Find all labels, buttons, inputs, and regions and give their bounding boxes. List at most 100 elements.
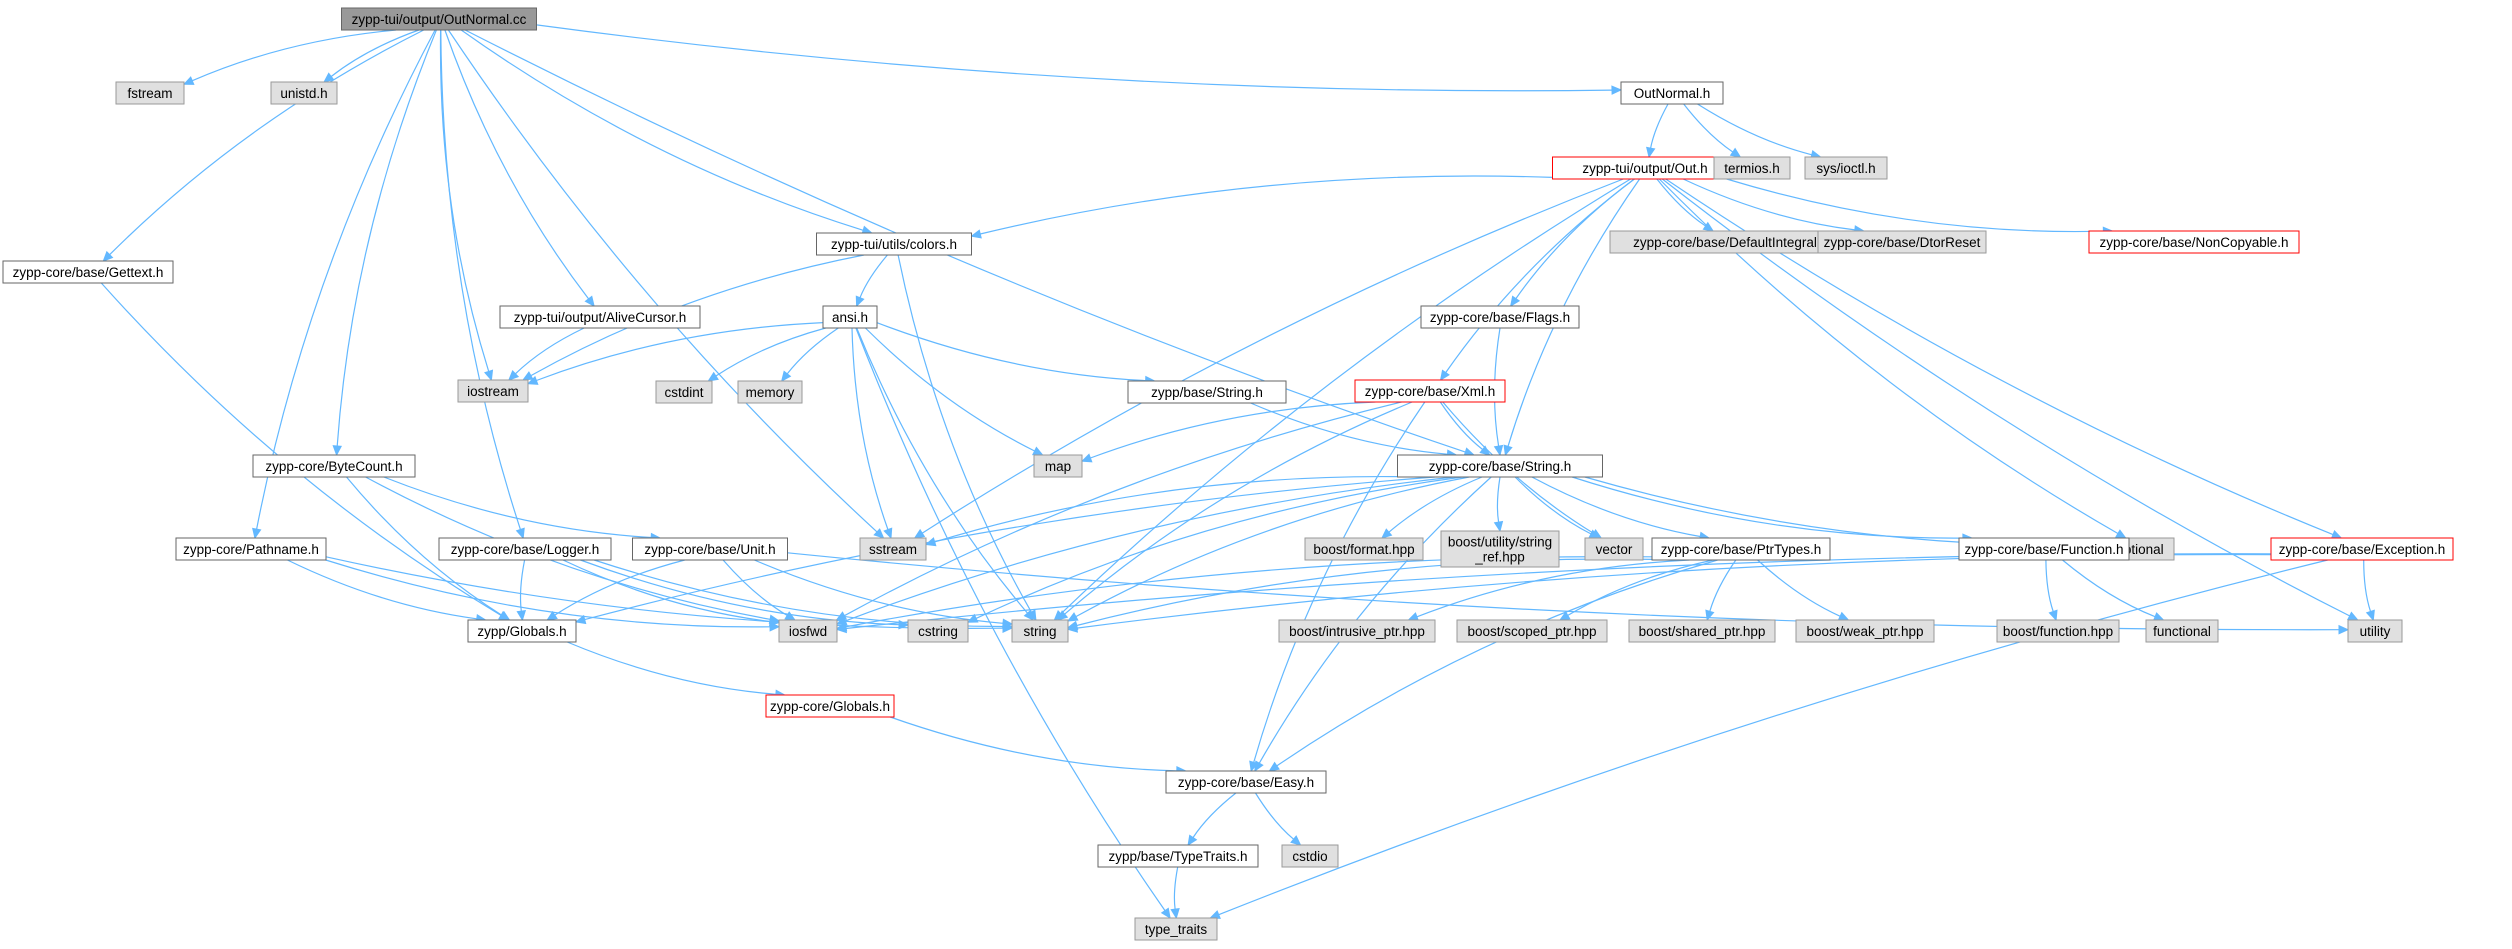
- edge-root-to-gettext: [109, 29, 424, 256]
- node-coreglobals[interactable]: zypp-core/Globals.h: [765, 694, 895, 718]
- node-flags[interactable]: zypp-core/base/Flags.h: [1420, 305, 1580, 329]
- node-cstring[interactable]: cstring: [907, 619, 969, 643]
- node-label-stringref-0: boost/utility/string: [1448, 534, 1552, 549]
- arrowhead-out_h-to-exception: [2330, 529, 2343, 539]
- node-sysioctl[interactable]: sys/ioctl.h: [1804, 156, 1888, 180]
- node-typetraits_h[interactable]: zypp/base/TypeTraits.h: [1097, 844, 1259, 868]
- node-out_h[interactable]: zypp-tui/output/Out.h: [1552, 156, 1738, 180]
- node-box-alivecursor: [499, 305, 701, 329]
- node-memory[interactable]: memory: [737, 380, 803, 404]
- node-iosfwd[interactable]: iosfwd: [778, 619, 838, 643]
- node-string[interactable]: string: [1011, 619, 1069, 643]
- node-termios[interactable]: termios.h: [1713, 156, 1791, 180]
- edge-corestring-to-easy: [1258, 476, 1492, 764]
- node-type_traits[interactable]: type_traits: [1134, 917, 1218, 941]
- edge-exception-to-type_traits: [1218, 559, 2328, 916]
- edge-typetraits_h-to-type_traits: [1173, 866, 1179, 910]
- arrowhead-function-to-boostfunction: [2048, 609, 2058, 622]
- node-corestring[interactable]: zypp-core/base/String.h: [1397, 454, 1603, 478]
- node-utility[interactable]: utility: [2347, 619, 2403, 643]
- node-box-cstdint: [655, 380, 713, 404]
- node-box-easy: [1165, 770, 1327, 794]
- arrowhead-colors-to-ansi: [855, 295, 865, 308]
- node-label-utility: utility: [2360, 624, 2391, 639]
- node-label-unistd: unistd.h: [280, 86, 327, 101]
- arrowhead-corestring-to-stringref: [1493, 520, 1504, 533]
- node-label-coreglobals: zypp-core/Globals.h: [770, 699, 890, 714]
- node-shared[interactable]: boost/shared_ptr.hpp: [1628, 619, 1776, 643]
- node-box-scoped: [1456, 619, 1608, 643]
- node-alivecursor[interactable]: zypp-tui/output/AliveCursor.h: [499, 305, 701, 329]
- node-label-fstream: fstream: [127, 86, 172, 101]
- node-outnormal_h[interactable]: OutNormal.h: [1620, 81, 1724, 105]
- edge-xml-to-map: [1090, 401, 1376, 459]
- edge-corestring-to-iosfwd: [845, 476, 1454, 622]
- node-label-iosfwd: iosfwd: [789, 624, 827, 639]
- node-label-exception: zypp-core/base/Exception.h: [2279, 542, 2446, 557]
- node-ansi[interactable]: ansi.h: [822, 305, 878, 329]
- node-fstream[interactable]: fstream: [115, 81, 185, 105]
- node-ptrtypes[interactable]: zypp-core/base/PtrTypes.h: [1651, 537, 1831, 561]
- arrowhead-corestring-to-boostformat: [1381, 528, 1393, 539]
- node-iostream[interactable]: iostream: [457, 379, 529, 403]
- node-cstdint[interactable]: cstdint: [655, 380, 713, 404]
- node-cstdio[interactable]: cstdio: [1281, 844, 1339, 868]
- node-sstream[interactable]: sstream: [859, 537, 927, 561]
- edge-root-to-logger: [440, 29, 521, 530]
- node-box-string: [1011, 619, 1069, 643]
- node-weak[interactable]: boost/weak_ptr.hpp: [1795, 619, 1935, 643]
- node-function[interactable]: zypp-core/base/Function.h: [1958, 537, 2130, 561]
- node-intrusive[interactable]: boost/intrusive_ptr.hpp: [1278, 619, 1436, 643]
- node-label-memory: memory: [746, 385, 795, 400]
- node-pathname[interactable]: zypp-core/Pathname.h: [175, 537, 327, 561]
- node-functional[interactable]: functional: [2145, 619, 2219, 643]
- node-bytecount[interactable]: zypp-core/ByteCount.h: [252, 454, 416, 478]
- node-root[interactable]: zypp-tui/output/OutNormal.cc: [341, 7, 537, 31]
- node-dtorreset[interactable]: zypp-core/base/DtorReset: [1817, 230, 1987, 254]
- arrowhead-alivecursor-to-iostream: [508, 370, 520, 381]
- edge-out_h-to-noncopyable: [1726, 178, 2104, 233]
- node-boostfunction[interactable]: boost/function.hpp: [1996, 619, 2120, 643]
- arrowhead-out_h-to-corestring: [1503, 444, 1513, 457]
- edge-logger-to-cstring: [580, 559, 900, 626]
- node-xml[interactable]: zypp-core/base/Xml.h: [1354, 379, 1506, 403]
- edge-out_h-to-xml: [1445, 178, 1635, 373]
- edge-ansi-to-type_traits: [855, 327, 1166, 911]
- node-scoped[interactable]: boost/scoped_ptr.hpp: [1456, 619, 1608, 643]
- node-label-easy: zypp-core/base/Easy.h: [1178, 775, 1314, 790]
- node-unistd[interactable]: unistd.h: [270, 81, 338, 105]
- arrowhead-logger-to-iosfwd: [769, 616, 781, 627]
- node-map[interactable]: map: [1033, 454, 1083, 478]
- arrowhead-out_h-to-optional: [2115, 529, 2127, 539]
- node-unit[interactable]: zypp-core/base/Unit.h: [632, 537, 788, 561]
- edge-ansi-to-zyppstring: [876, 322, 1146, 382]
- arrowhead-root-to-iostream: [484, 369, 494, 382]
- edge-corestring-to-boostformat: [1388, 476, 1483, 533]
- node-colors[interactable]: zypp-tui/utils/colors.h: [816, 232, 972, 256]
- node-zyppstring[interactable]: zypp/base/String.h: [1127, 380, 1287, 404]
- node-label-zyppglobals: zypp/Globals.h: [477, 624, 566, 639]
- edge-gettext-to-zyppglobals: [100, 282, 502, 616]
- node-label-intrusive: boost/intrusive_ptr.hpp: [1289, 624, 1425, 639]
- node-vector[interactable]: vector: [1584, 537, 1644, 561]
- edge-outnormal_h-to-termios: [1683, 103, 1734, 153]
- edge-root-to-unistd: [330, 29, 420, 77]
- arrowhead-ansi-to-string: [1023, 609, 1035, 621]
- node-label-ansi: ansi.h: [832, 310, 868, 325]
- node-boostformat[interactable]: boost/format.hpp: [1304, 537, 1424, 561]
- node-noncopyable[interactable]: zypp-core/base/NonCopyable.h: [2088, 230, 2300, 254]
- node-logger[interactable]: zypp-core/base/Logger.h: [438, 537, 612, 561]
- edge-pathname-to-iosfwd: [325, 559, 771, 628]
- node-exception[interactable]: zypp-core/base/Exception.h: [2270, 537, 2454, 561]
- node-gettext[interactable]: zypp-core/base/Gettext.h: [2, 260, 174, 284]
- edge-corestring-to-ptrtypes: [1531, 476, 1701, 538]
- node-label-type_traits: type_traits: [1145, 922, 1208, 937]
- edge-out_h-to-dtorreset: [1682, 178, 1855, 231]
- node-stringref[interactable]: boost/utility/string_ref.hpp: [1440, 530, 1560, 568]
- node-defaultintegral[interactable]: zypp-core/base/DefaultIntegral: [1609, 230, 1841, 254]
- node-easy[interactable]: zypp-core/base/Easy.h: [1165, 770, 1327, 794]
- node-box-colors: [816, 232, 972, 256]
- node-zyppglobals[interactable]: zypp/Globals.h: [467, 619, 577, 643]
- arrowhead-root-to-pathname: [252, 527, 262, 540]
- arrowhead-ptrtypes-to-scoped: [1558, 611, 1571, 621]
